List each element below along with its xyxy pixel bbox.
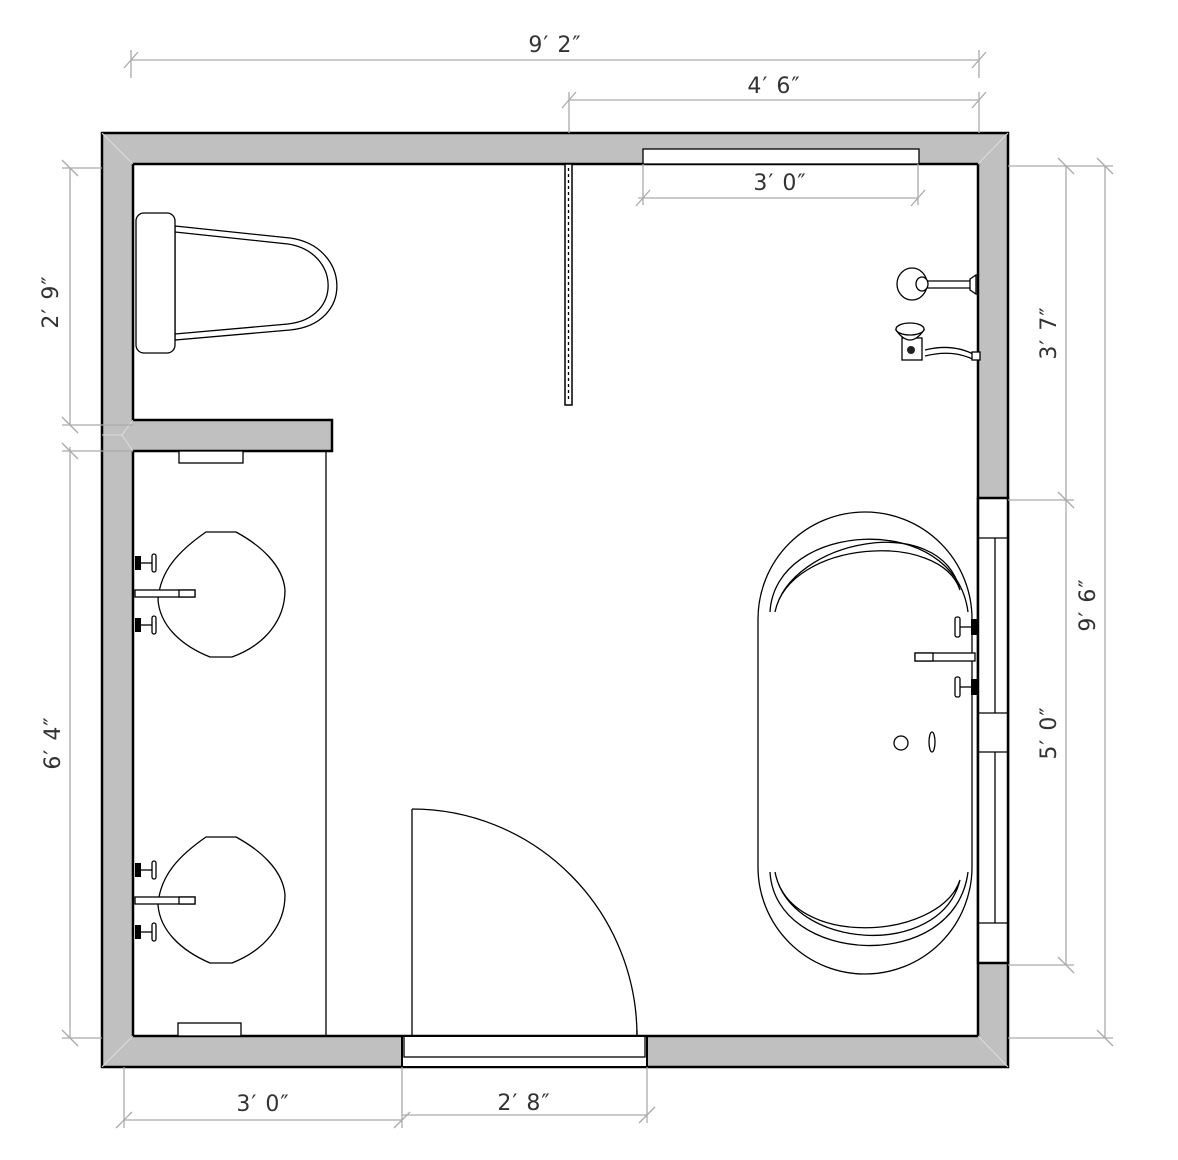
top-window: [642, 148, 920, 165]
faucet-handle-icon: [135, 553, 157, 573]
tub-window: [976, 496, 1010, 965]
faucet-handle-icon: [135, 860, 157, 880]
sink-lower: [134, 836, 286, 964]
dim-shower-depth: 3′ 7″: [1037, 306, 1062, 359]
tub-drain-icon: [893, 735, 909, 751]
shower-valve-icon: [894, 322, 981, 361]
toilet: [135, 212, 338, 354]
door-frame: [401, 1035, 648, 1068]
faucet-handle-icon: [954, 676, 977, 698]
freestanding-tub: [757, 511, 977, 975]
shower-head-icon: [896, 267, 977, 301]
door-threshold: [402, 1035, 647, 1068]
dim-toilet-room-depth: 2′ 9″: [39, 275, 64, 328]
dim-door-width: 2′ 8″: [497, 1091, 550, 1116]
dim-shower-width: 4′ 6″: [747, 74, 800, 99]
double-vanity: [177, 450, 327, 1037]
tub-overflow-icon: [928, 731, 936, 753]
toilet-tank: [135, 212, 176, 354]
toilet-bowl: [174, 225, 338, 341]
dim-overall-depth: 9′ 6″: [1076, 578, 1101, 631]
sink-upper: [134, 531, 286, 658]
dim-tub-window: 5′ 0″: [1037, 706, 1062, 759]
faucet-handle-icon: [135, 615, 157, 635]
door: [411, 808, 638, 1037]
dim-vanity-length: 6′ 4″: [41, 716, 66, 769]
wall-miter-lines: [101, 132, 1009, 1068]
dim-overall-width: 9′ 2″: [528, 33, 581, 58]
dim-bottom-left: 3′ 0″: [236, 1092, 289, 1117]
dim-top-window: 3′ 0″: [753, 171, 806, 196]
faucet-handle-icon: [954, 616, 977, 638]
dimension-lines: [61, 50, 1114, 1129]
faucet-handle-icon: [135, 922, 157, 942]
